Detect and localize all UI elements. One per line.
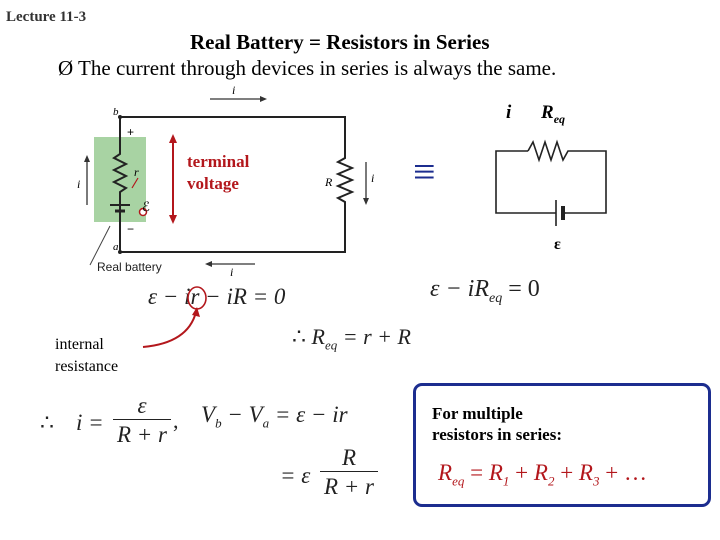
req-equation: ∴ Req = r + R [292, 324, 411, 353]
bullet-marker: Ø [58, 56, 74, 80]
circuit-wire [119, 116, 346, 253]
terminal-voltage-lhs2: = ε [280, 463, 311, 488]
terminal-voltage-denominator: R + r [323, 474, 375, 499]
terminal-voltage-fraction: R R + r [320, 444, 378, 501]
internal-resistor [111, 148, 129, 198]
terminal-voltage-numerator: R [320, 444, 378, 472]
bullet-statement: Ø The current through devices in series … [58, 56, 556, 81]
load-r-label: R [324, 175, 333, 189]
equivalent-wire-right [566, 150, 607, 214]
current-comma: , [173, 408, 179, 433]
internal-resistance-pointer [142, 286, 207, 348]
internal-resistance-label: internal resistance [55, 336, 119, 375]
internal-r-label: r [134, 165, 139, 179]
plus-label: + [127, 125, 134, 139]
req-label: Req [541, 102, 566, 126]
real-battery-pointer [89, 225, 111, 266]
left-current-label: i [77, 177, 80, 191]
therefore-symbol: ∴ [40, 410, 54, 435]
req-resistor [527, 139, 573, 163]
node-a-label: a [113, 241, 119, 253]
equivalent-current-label: i [506, 102, 512, 123]
load-resistor [335, 152, 355, 208]
equivalent-circuit [495, 139, 607, 226]
minus-label: − [127, 222, 134, 236]
kirchhoff-equation-left: ε − ir − iR = 0 [148, 284, 286, 309]
load-current-label: i [371, 171, 374, 185]
series-resistors-box [413, 383, 711, 507]
ir-highlight-circle [187, 286, 207, 310]
kirchhoff-equation-right: ε − iReq = 0 [430, 276, 540, 306]
ir-pointer-curve [142, 311, 197, 348]
terminal-voltage-label: terminal voltage [187, 152, 250, 193]
current-fraction: ε R + r [113, 392, 171, 449]
equivalent-wire-left [495, 150, 556, 214]
equivalence-symbol: ≡ [413, 149, 436, 194]
equivalent-emf-label: ε [554, 236, 561, 253]
slide-title: Real Battery = Resistors in Series [190, 30, 490, 54]
real-battery-label: Real battery [97, 260, 162, 274]
real-battery-circuit: b a + − i i i r ℰ R i [77, 83, 374, 279]
bottom-current-label: i [230, 265, 233, 279]
lecture-label: Lecture 11-3 [6, 9, 87, 25]
emf-marker [138, 207, 148, 217]
current-lhs: i = [76, 410, 104, 435]
series-box-text: For multiple resistors in series: [432, 404, 562, 444]
terminal-voltage-equation: Vb − Va = ε − ir [201, 402, 348, 431]
current-denominator: R + r [116, 422, 168, 447]
bullet-text: The current through devices in series is… [78, 56, 557, 80]
current-numerator: ε [113, 392, 171, 420]
top-current-label: i [232, 83, 235, 97]
series-formula: Req = R1 + R2 + R3 + … [438, 460, 647, 489]
emf-label: ℰ [142, 200, 150, 215]
node-b-label: b [113, 106, 119, 118]
